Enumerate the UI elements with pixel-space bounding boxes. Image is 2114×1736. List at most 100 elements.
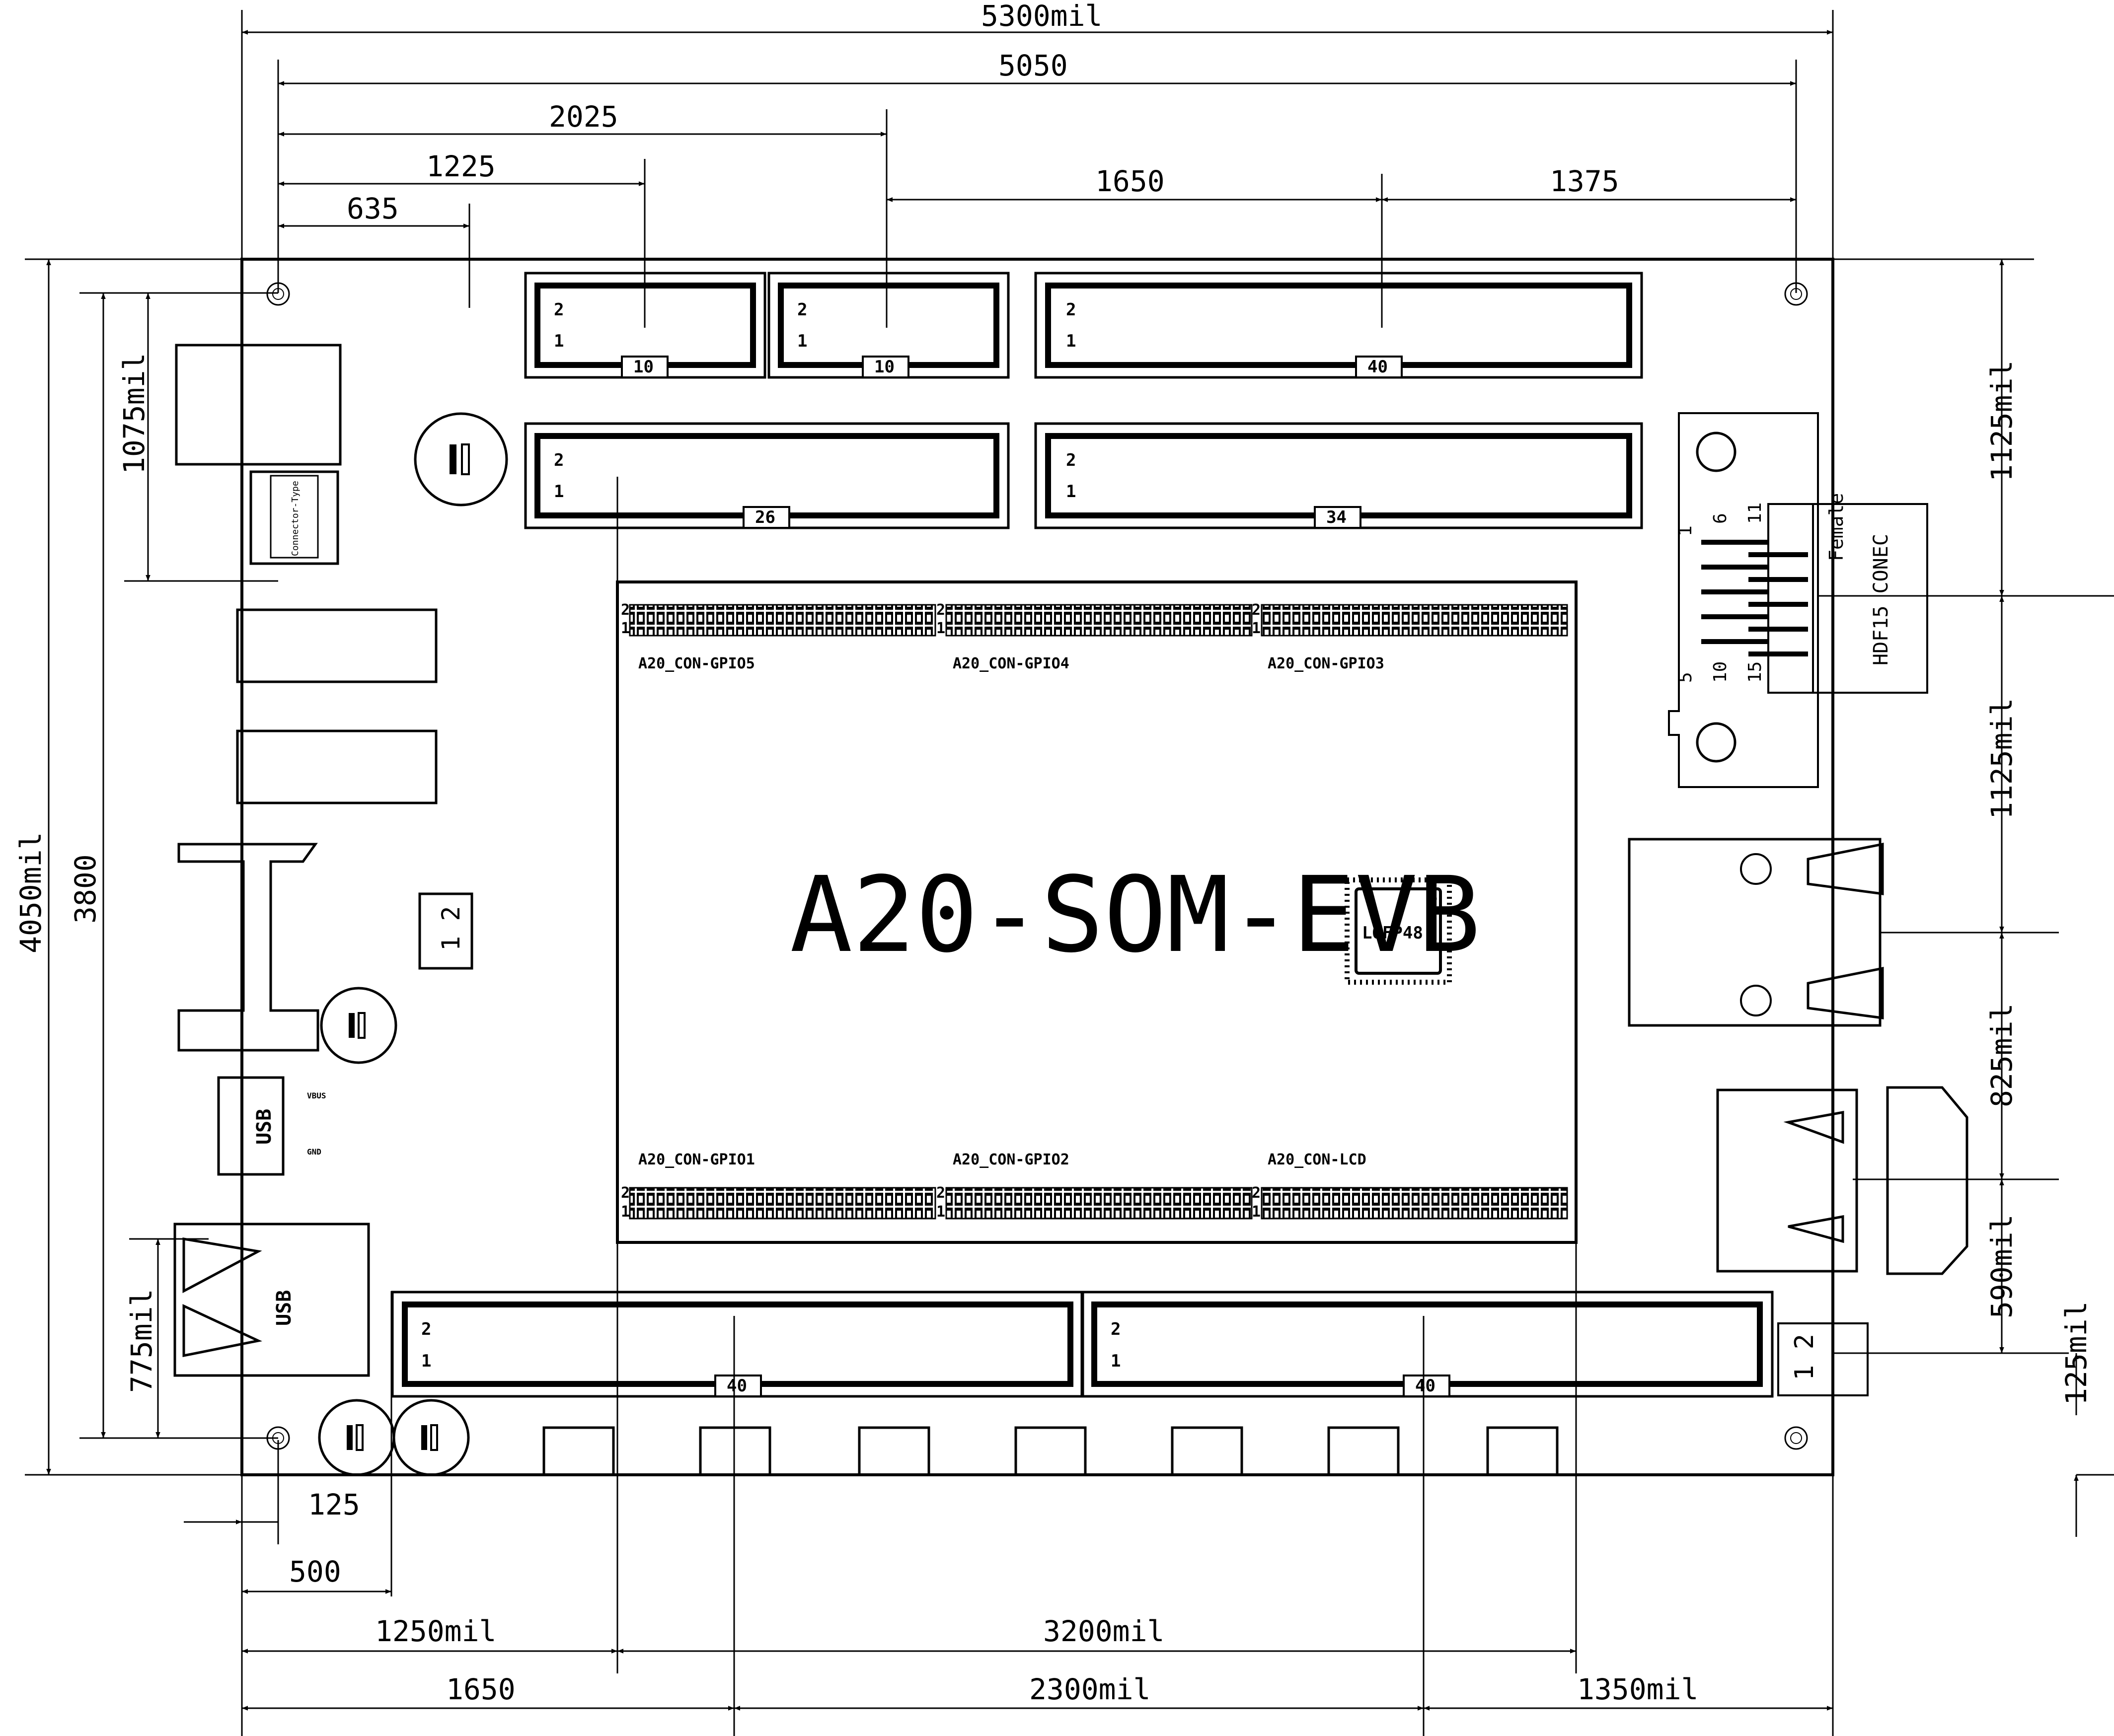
dim-label: 1350mil [1577,1672,1698,1706]
row-pin-1: 1 [621,620,630,637]
box-header-pin-count: 10 [633,357,654,377]
dim-label: 2025 [549,100,618,134]
gpio-pin-row-top [629,604,1568,637]
row-pin-2: 2 [1252,1184,1261,1202]
dim-label: 1250mil [375,1614,496,1648]
row-pin-1: 1 [936,1203,945,1221]
box-header-pin-count: 34 [1326,507,1347,527]
usb-pin-label: VBUS [307,1091,326,1100]
lqfp48-chip: LQFP48 [1345,877,1452,985]
vga-pin-label: 10 [1710,661,1731,683]
vga-pin-label: 11 [1745,503,1765,524]
box-header-pin2: 2 [1066,450,1076,470]
electrolytic-capacitor [414,412,508,506]
row-pin-2: 2 [936,601,945,619]
ethernet-jack [1628,838,1884,1027]
left-connectors: Connector-Type USB VBUS GND USB [173,344,438,1377]
dim-label: 590mil [1985,1214,2019,1318]
box-header: 2 1 40 [1034,272,1643,379]
box-header: 2 1 34 [1034,422,1643,529]
gpio-header-label: A20_CON-LCD [1268,1151,1366,1168]
vga-connector: Female HDF15 CONEC 1 6 11 5 10 15 [1668,412,1928,788]
box-header: 2 1 40 [1080,1291,1774,1398]
box-header-pin2: 2 [797,300,807,320]
usb-label: USB [273,1290,296,1326]
power-jumper: 1 2 [1777,1322,1869,1396]
vga-pin-label: 1 [1675,525,1696,536]
box-header-pin-count: 40 [1415,1376,1435,1396]
vga-pin-label: 5 [1675,672,1696,683]
vga-gender-label: Female [1825,493,1847,561]
dim-label: 125 [308,1488,360,1521]
dim-label: 2300mil [1029,1672,1150,1706]
jumper-label: 1 2 [437,906,465,951]
gpio-header-label: A20_CON-GPIO3 [1268,655,1384,672]
dim-label: 635 [347,192,399,225]
gpio-pin-row-bottom [629,1187,1568,1220]
electrolytic-capacitor [318,1399,395,1476]
box-header-pin1: 1 [554,482,564,502]
box-header-pin-count: 40 [727,1376,747,1396]
box-header-pin2: 2 [554,450,564,470]
row-pin-2: 2 [1252,601,1261,619]
dim-label: 1225 [426,149,496,183]
dim-label: 775mil [125,1289,158,1393]
vga-pin-label: 15 [1745,661,1765,683]
gpio-header-label: A20_CON-GPIO4 [953,655,1069,672]
dim-label: 500 [289,1555,341,1589]
box-header-pin2: 2 [1066,300,1076,320]
som-module-outline [616,580,1578,1244]
dim-label: 1125mil [1985,361,2019,482]
box-header-pin2: 2 [554,300,564,320]
gpio-header-label: A20_CON-GPIO2 [953,1151,1069,1168]
button-row [542,1426,1559,1476]
usb-a-connector [1716,1088,1858,1273]
box-header-pin1: 1 [1066,482,1076,502]
box-header-pin1: 1 [421,1351,431,1371]
dim-label: 3200mil [1043,1614,1164,1648]
dim-label: 5300mil [981,0,1102,33]
dim-label: 1375 [1550,164,1619,198]
mounting-hole [1784,1426,1808,1450]
box-header-pin-count: 10 [874,357,895,377]
electrolytic-capacitor [392,1399,470,1476]
box-header-pin1: 1 [1066,331,1076,351]
jumper-label: 1 2 [1790,1334,1819,1380]
row-pin-1: 1 [1252,1203,1261,1221]
row-pin-1: 1 [621,1203,630,1221]
box-header-pin-count: 40 [1367,357,1388,377]
dim-label: 4050mil [14,832,48,953]
electrolytic-capacitor [320,987,397,1064]
row-pin-2: 2 [621,601,630,619]
board-title: A20-SOM-EVB [790,854,1481,976]
dim-label: 1650 [1095,164,1165,198]
dim-label: 125mil [2059,1301,2093,1405]
vga-pin-label: 6 [1710,513,1731,524]
box-header: 2 1 26 [524,422,1010,529]
box-header: 2 1 40 [391,1291,1084,1398]
gpio-header-label: A20_CON-GPIO5 [638,655,755,672]
box-header-pin-count: 26 [755,507,775,527]
dim-label: 5050 [998,49,1068,82]
connector-type-label: Connector-Type [290,481,301,556]
hdmi-connector [1886,1086,1968,1275]
row-pin-1: 1 [1252,620,1261,637]
usb-label: USB [253,1109,276,1145]
box-header-pin1: 1 [554,331,564,351]
usb-pin-label: GND [307,1147,321,1157]
vga-connector-label: HDF15 CONEC [1870,534,1892,665]
dim-label: 1650 [446,1672,516,1706]
dim-label: 1125mil [1985,698,2019,819]
box-header-pin1: 1 [797,331,807,351]
regulator: 1 2 [418,892,473,970]
row-pin-2: 2 [936,1184,945,1202]
box-header-pin2: 2 [421,1319,431,1339]
dim-label: 1075mil [117,353,151,474]
row-pin-2: 2 [621,1184,630,1202]
dim-label: 825mil [1985,1003,2019,1107]
dim-label: 3800 [69,854,102,924]
dimension-lines [25,10,2114,1736]
box-header: 2 1 10 [767,272,1010,379]
box-header-pin2: 2 [1111,1319,1121,1339]
